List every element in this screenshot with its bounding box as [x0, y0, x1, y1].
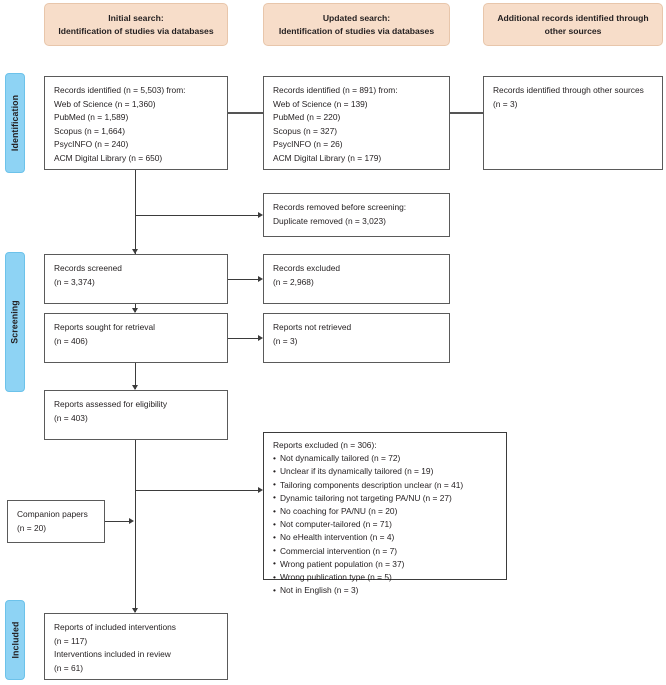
- connector-to-records-removed: [135, 215, 258, 216]
- connector-updated-to-other: [450, 112, 483, 114]
- box-records-removed: Records removed before screening: Duplic…: [263, 193, 450, 237]
- arrow-to-records-screened: [131, 249, 138, 254]
- list-item: Not dynamically tailored (n = 72): [273, 452, 498, 465]
- stage-screening: Screening: [5, 252, 25, 392]
- box-reports-sought: Reports sought for retrieval (n = 406): [44, 313, 228, 363]
- box-updated-records: Records identified (n = 891) from: Web o…: [263, 76, 450, 170]
- arrow-records-excluded: [258, 275, 263, 282]
- reports-excluded-title: Reports excluded (n = 306):: [273, 440, 377, 450]
- arrow-companion-papers: [129, 517, 134, 524]
- stage-included-label: Included: [10, 621, 20, 659]
- connector-assessed-to-excluded-detail: [135, 490, 258, 491]
- list-item: Wrong patient population (n = 37): [273, 557, 498, 571]
- box-records-screened: Records screened (n = 3,374): [44, 254, 228, 304]
- header-updated-search: Updated search: Identification of studie…: [263, 3, 450, 46]
- connector-sought-to-assessed: [135, 363, 136, 389]
- box-reports-excluded-detail: Reports excluded (n = 306): Not dynamica…: [263, 432, 507, 597]
- list-item: No coaching for PA/NU (n = 20): [273, 505, 498, 518]
- header-initial-search: Initial search: Identification of studie…: [44, 3, 228, 46]
- connector-screened-to-excluded: [228, 279, 258, 280]
- box-initial-records: Records identified (n = 5,503) from: Web…: [44, 76, 228, 170]
- stage-screening-label: Screening: [10, 300, 20, 344]
- list-item: Wrong publication type (n = 5): [273, 571, 498, 584]
- header-additional-records: Additional records identified through ot…: [483, 3, 663, 46]
- list-item: Not in English (n = 3): [273, 584, 498, 597]
- stage-included: Included: [5, 600, 25, 680]
- connector-trunk-included: [135, 440, 136, 612]
- box-reports-not-retrieved: Reports not retrieved (n = 3): [263, 313, 450, 363]
- connector-companion-to-trunk: [105, 521, 130, 522]
- arrow-to-reports-assessed: [131, 385, 138, 390]
- arrow-to-reports-sought: [131, 308, 138, 313]
- connector-sought-to-not-retrieved: [228, 338, 258, 339]
- stage-identification-label: Identification: [10, 94, 21, 152]
- connector-initial-to-updated: [228, 112, 263, 114]
- list-item: Not computer-tailored (n = 71): [273, 518, 498, 531]
- box-other-sources: Records identified through other sources…: [483, 76, 663, 170]
- stage-identification: Identification: [5, 73, 25, 173]
- reports-excluded-reason-list: Not dynamically tailored (n = 72) Unclea…: [273, 452, 498, 597]
- arrow-reports-excluded-detail: [258, 486, 263, 493]
- list-item: Commercial intervention (n = 7): [273, 544, 498, 558]
- arrow-reports-not-retrieved: [258, 334, 263, 341]
- box-reports-assessed: Reports assessed for eligibility (n = 40…: [44, 390, 228, 440]
- list-item: Unclear if its dynamically tailored (n =…: [273, 465, 498, 478]
- arrow-to-included-reports: [131, 608, 138, 613]
- list-item: No eHealth intervention (n = 4): [273, 531, 498, 544]
- list-item: Dynamic tailoring not targeting PA/NU (n…: [273, 491, 498, 505]
- box-companion-papers: Companion papers (n = 20): [7, 500, 105, 543]
- box-included-reports: Reports of included interventions (n = 1…: [44, 613, 228, 680]
- list-item: Tailoring components description unclear…: [273, 478, 498, 492]
- connector-stem-identification: [135, 170, 136, 254]
- arrow-to-records-removed: [258, 211, 263, 218]
- box-records-excluded: Records excluded (n = 2,968): [263, 254, 450, 304]
